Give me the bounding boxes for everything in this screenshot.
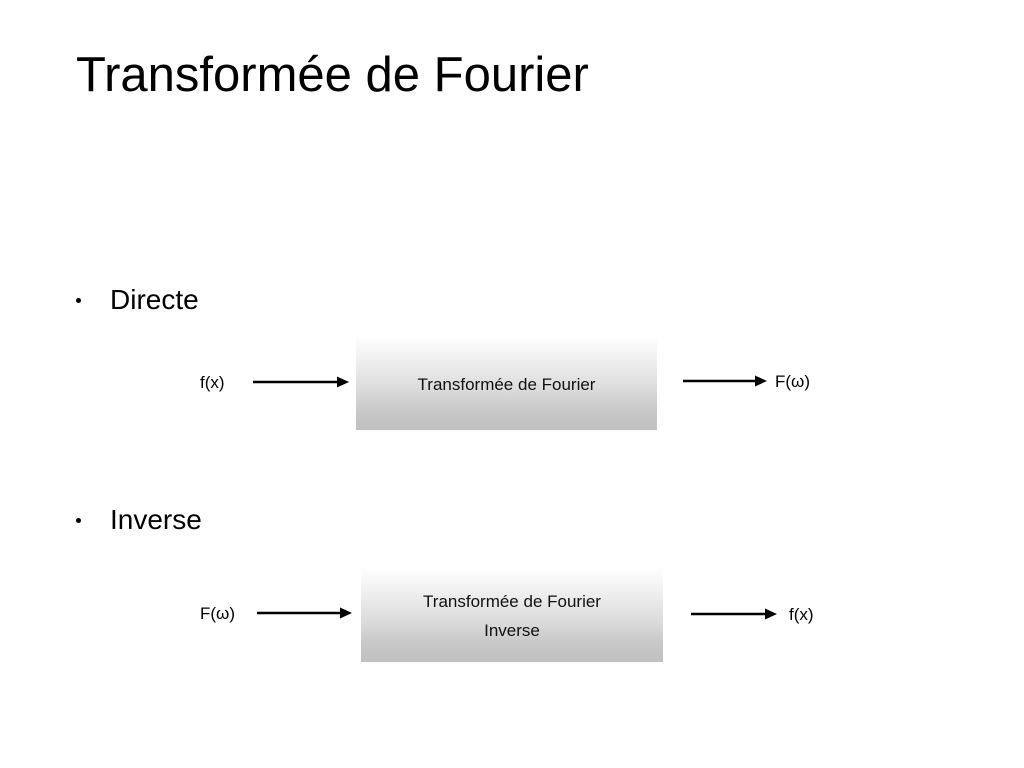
output-label-fomega-direct: F(ω) bbox=[775, 372, 810, 391]
process-box-label-inverse-line2: Inverse bbox=[484, 621, 540, 640]
process-box-label-inverse-line1: Transformée de Fourier bbox=[423, 592, 601, 611]
arrow-right-icon-input-direct bbox=[253, 375, 349, 389]
input-label-fx-direct: f(x) bbox=[200, 373, 225, 392]
bullet-label-inverse: Inverse bbox=[110, 504, 202, 535]
process-box-transformee-inverse: Transformée de Fourier Inverse bbox=[361, 570, 663, 662]
page-title: Transformée de Fourier bbox=[76, 48, 589, 102]
process-box-label-directe: Transformée de Fourier bbox=[417, 374, 596, 394]
bullet-dot-icon bbox=[76, 517, 81, 523]
bullet-item-directe: Directe bbox=[76, 282, 199, 318]
arrow-right-icon-output-inverse bbox=[691, 607, 777, 621]
output-label-fx-inverse: f(x) bbox=[789, 605, 814, 624]
bullet-dot-icon bbox=[76, 297, 81, 303]
arrow-right-icon-output-direct bbox=[683, 374, 767, 388]
bullet-item-inverse: Inverse bbox=[76, 502, 202, 538]
input-label-fomega-inverse: F(ω) bbox=[200, 604, 235, 623]
process-box-transformee-directe: Transformée de Fourier bbox=[356, 338, 657, 430]
arrow-right-icon-input-inverse bbox=[257, 606, 352, 620]
process-box-label-inverse: Transformée de Fourier Inverse bbox=[423, 587, 601, 645]
bullet-label-directe: Directe bbox=[110, 284, 199, 315]
